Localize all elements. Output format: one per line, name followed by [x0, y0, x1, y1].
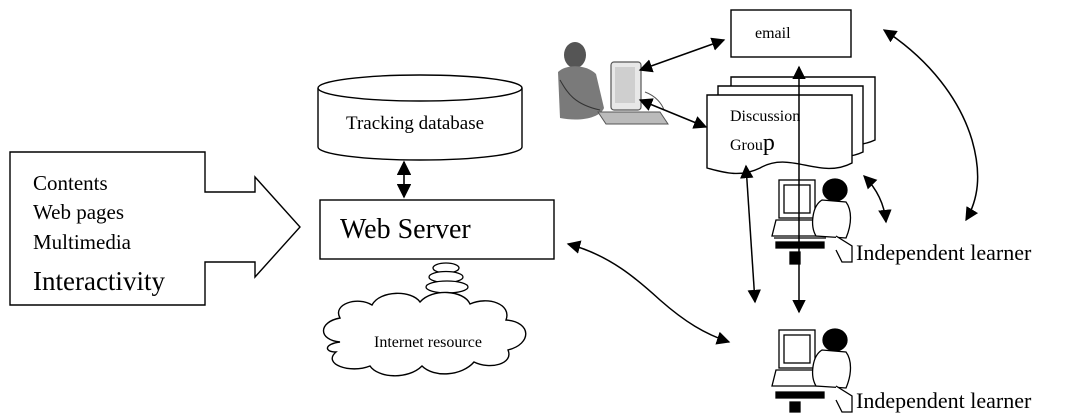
contents-line-4: Interactivity	[33, 266, 165, 296]
discussion-line-1: Discussion	[730, 108, 801, 125]
web-server-box	[319, 199, 555, 260]
connector-arrows	[566, 29, 979, 345]
email-box	[730, 9, 852, 58]
email-label: email	[755, 25, 791, 42]
internet-cloud	[322, 291, 527, 377]
learner-bottom-label: Independent learner	[856, 388, 1032, 413]
contents-line-3: Multimedia	[33, 230, 131, 254]
instructor-figure	[558, 42, 669, 125]
internet-resource-label: Internet resource	[374, 334, 482, 351]
tracking-database-label: Tracking database	[346, 113, 485, 134]
learner-top-figure	[771, 178, 853, 265]
contents-arrow-shape	[9, 151, 301, 306]
web-server-label: Web Server	[340, 214, 471, 245]
contents-line-2: Web pages	[33, 200, 125, 224]
discussion-line-2: Group	[730, 130, 775, 156]
tracking-database-cylinder	[317, 74, 523, 161]
contents-line-1: Contents	[33, 171, 108, 195]
learner-top-label: Independent learner	[856, 240, 1032, 265]
discussion-group-docs	[706, 76, 876, 175]
thought-bubbles	[425, 262, 469, 294]
learner-bottom-figure	[771, 328, 853, 413]
